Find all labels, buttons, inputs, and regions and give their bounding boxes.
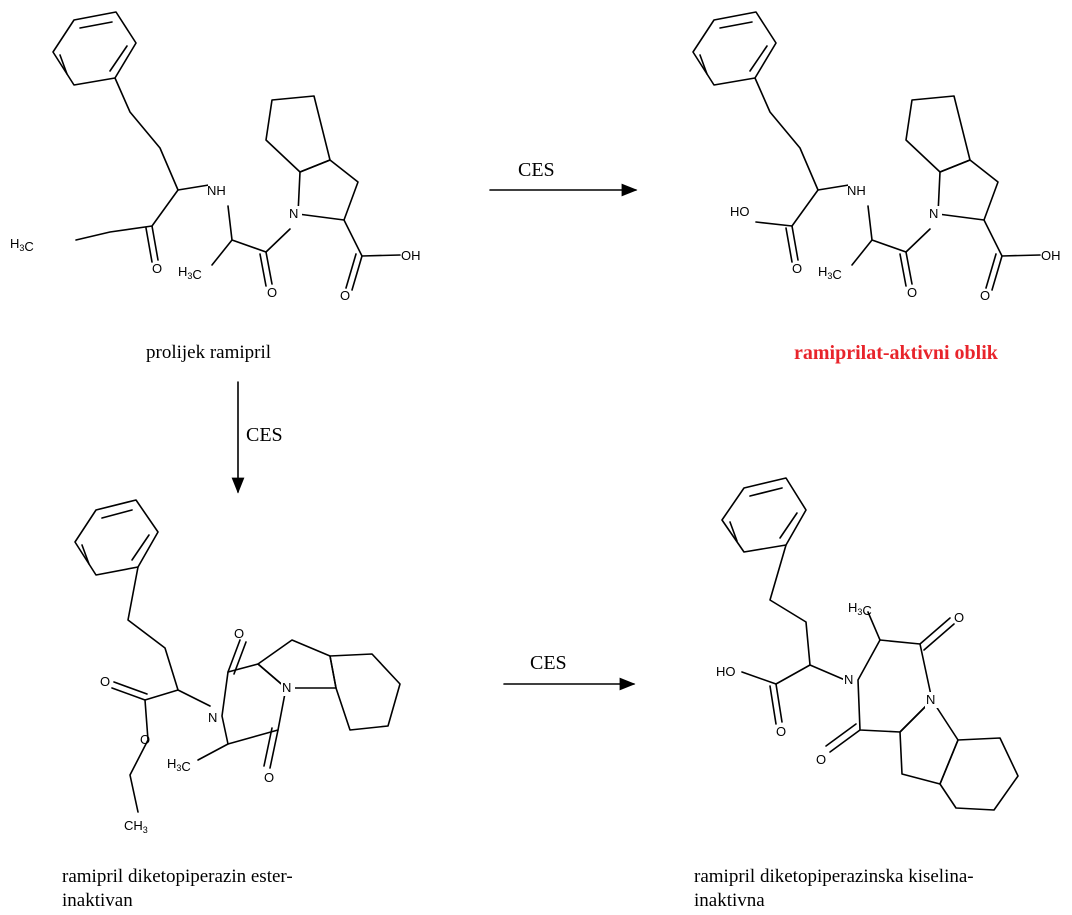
dkp-ester-label-line2: inaktivan xyxy=(62,890,133,911)
ces-label-bottom: CES xyxy=(530,652,567,674)
o-atom: O xyxy=(340,288,350,303)
methyl-group: H3C xyxy=(167,756,191,774)
dkp-ester-label-line1: ramipril diketopiperazin ester- xyxy=(62,866,293,887)
ho-group: HO xyxy=(730,204,750,219)
o-atom: O xyxy=(776,724,786,739)
ramipril-label: prolijek ramipril xyxy=(146,342,271,363)
ho-group: HO xyxy=(716,664,736,679)
n-atom: N xyxy=(926,692,935,707)
ch3-group: CH3 xyxy=(124,818,148,835)
methyl-group: H3C xyxy=(178,264,202,282)
o-atom: O xyxy=(792,261,802,276)
methyl-group: H3C xyxy=(848,600,872,618)
n-atom: N xyxy=(282,680,291,695)
nh-atom: NH xyxy=(847,183,866,198)
o-atom: O xyxy=(234,626,244,641)
dkp-acid-label-line1: ramipril diketopiperazinska kiselina- xyxy=(694,866,974,887)
dkp-acid-structure: N N O O O HO H3C xyxy=(716,477,1019,811)
n-atom: N xyxy=(208,710,217,725)
methyl-group: H3C xyxy=(818,264,842,282)
o-atom: O xyxy=(140,732,150,747)
o-atom: O xyxy=(980,288,990,303)
o-atom: O xyxy=(816,752,826,767)
ramiprilat-label: ramiprilat-aktivni oblik xyxy=(794,342,999,364)
o-atom: O xyxy=(264,770,274,785)
n-atom: N xyxy=(289,206,298,221)
n-atom: N xyxy=(929,206,938,221)
dkp-ester-structure: N N O O O O CH3 H3C xyxy=(74,499,401,835)
nh-atom: NH xyxy=(207,183,226,198)
o-atom: O xyxy=(267,285,277,300)
oh-group: OH xyxy=(1041,248,1061,263)
ramipril-structure: NH N O O O OH H3C H3C xyxy=(10,11,421,303)
o-atom: O xyxy=(907,285,917,300)
ethyl-group: H3C xyxy=(10,236,34,254)
ramiprilat-structure: NH N O O O OH HO H3C xyxy=(692,11,1061,303)
dkp-acid-label-line2: inaktivna xyxy=(694,890,765,911)
ces-label-top: CES xyxy=(518,159,555,181)
oh-group: OH xyxy=(401,248,421,263)
ces-label-down: CES xyxy=(246,424,283,446)
o-atom: O xyxy=(152,261,162,276)
o-atom: O xyxy=(100,674,110,689)
o-atom: O xyxy=(954,610,964,625)
n-atom: N xyxy=(844,672,853,687)
